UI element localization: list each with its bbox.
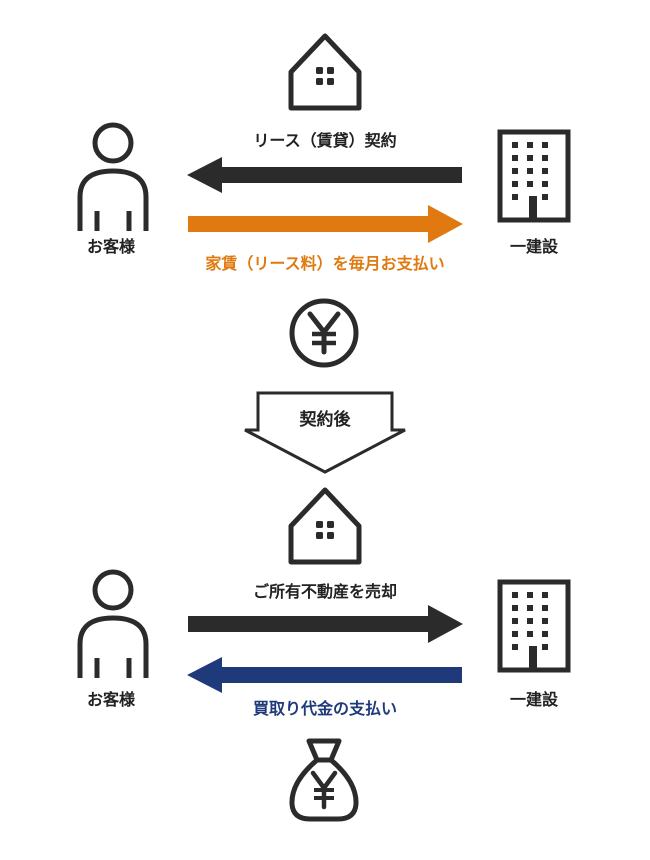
after-contract-label: 契約後: [299, 410, 351, 430]
sale-label: ご所有不動産を売却: [252, 582, 398, 601]
purchase-payment-arrow: [187, 657, 462, 693]
money-bag-icon: [289, 738, 359, 822]
person-icon-bottom: [80, 572, 146, 678]
after-contract-arrow: [244, 391, 406, 474]
rent-payment-label: 家賃（リース料）を毎月お支払い: [205, 254, 445, 273]
house-icon: [291, 36, 359, 108]
customer-label: お客様: [86, 237, 136, 256]
rent-payment-arrow: [188, 205, 463, 243]
lease-arrow: [187, 157, 462, 193]
sale-arrow: [188, 605, 463, 643]
yen-coin-icon: [289, 298, 359, 368]
company-label: 一建設: [509, 237, 559, 256]
person-icon: [80, 125, 146, 231]
building-icon-bottom: [500, 582, 568, 670]
building-icon: [500, 132, 568, 220]
house-icon-bottom: [291, 490, 359, 562]
purchase-payment-label: 買取り代金の支払い: [252, 699, 398, 718]
customer-label-bottom: お客様: [86, 690, 136, 709]
company-label-bottom: 一建設: [509, 690, 559, 709]
lease-contract-label: リース（賃貸）契約: [253, 131, 397, 150]
